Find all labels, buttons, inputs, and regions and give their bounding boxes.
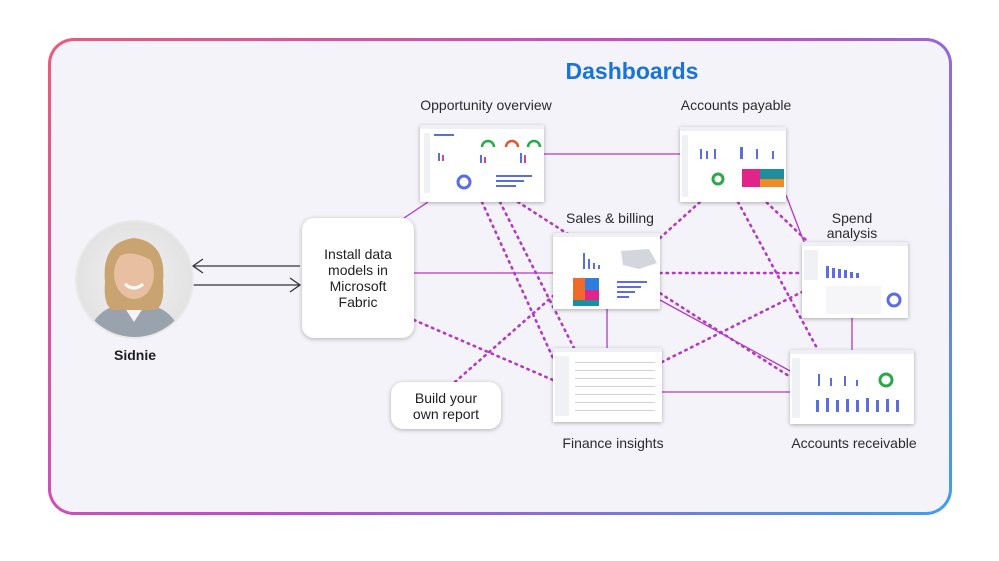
diagram-title: Dashboards	[565, 58, 699, 84]
thumb-accounts-payable[interactable]	[680, 127, 786, 202]
thumb-accounts-receivable[interactable]	[790, 350, 914, 424]
label-finance-insights: Finance insights	[562, 435, 664, 451]
dot-install-finance	[412, 318, 555, 382]
thumb-opportunity-overview[interactable]	[420, 125, 544, 202]
build-report-label: Build your own report	[412, 389, 480, 422]
install-box[interactable]: Install data models in Microsoft Fabric	[302, 218, 414, 338]
dot-payable-spend	[760, 196, 808, 242]
label-opportunity-overview: Opportunity overview	[420, 97, 552, 113]
dot-finance-spend	[660, 290, 804, 364]
person-avatar	[75, 220, 194, 339]
thumb-spend-analysis[interactable]	[802, 242, 908, 318]
arrow-to-person-head	[191, 258, 204, 274]
person-name: Sidnie	[113, 347, 156, 363]
thumb-finance-insights[interactable]	[553, 348, 662, 422]
dot-opportunity-finance2	[498, 200, 577, 352]
label-sales-billing: Sales & billing	[566, 210, 654, 226]
thumb-sales-billing[interactable]	[553, 233, 660, 309]
build-report-box[interactable]: Build your own report	[391, 382, 501, 429]
dot-payable-receivable	[736, 200, 820, 352]
label-accounts-payable: Accounts payable	[680, 97, 792, 113]
dot-build-sales	[453, 294, 555, 384]
label-spend-analysis: Spend analysis	[826, 210, 878, 241]
arrow-to-install-head	[289, 277, 302, 293]
label-accounts-receivable: Accounts receivable	[791, 435, 917, 451]
link-install-opportunity	[403, 201, 429, 219]
dot-opportunity-finance	[480, 200, 555, 360]
diagram-frame	[48, 38, 952, 515]
dot-sales-payable	[658, 200, 702, 240]
install-box-label: Install data models in Microsoft Fabric	[324, 246, 392, 310]
